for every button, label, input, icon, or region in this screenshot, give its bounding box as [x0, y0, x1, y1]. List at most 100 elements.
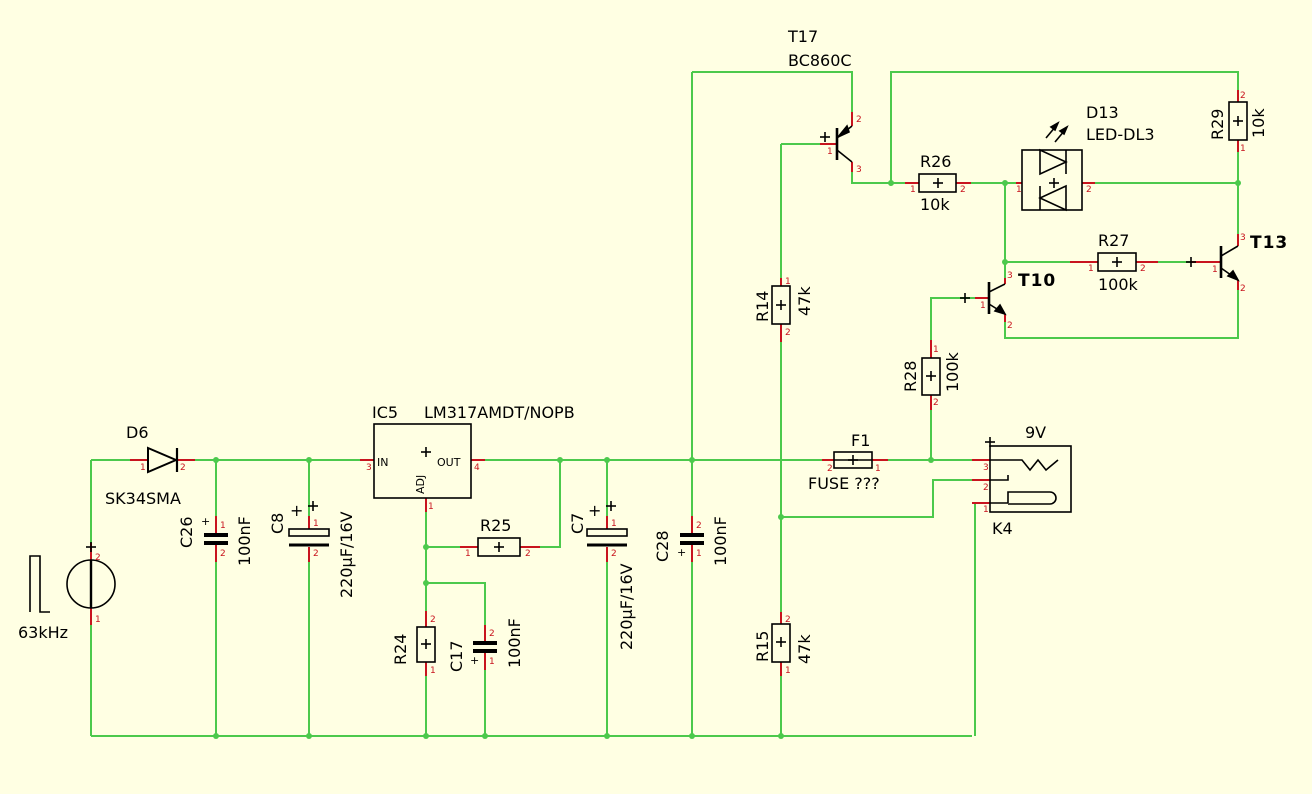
svg-text:1: 1 [430, 666, 436, 676]
svg-text:2: 2 [313, 549, 319, 559]
svg-text:1: 1 [1240, 144, 1246, 154]
svg-text:+: + [201, 515, 210, 528]
svg-text:2: 2 [220, 549, 226, 559]
svg-text:2: 2 [785, 328, 791, 338]
d13-value: LED-DL3 [1086, 125, 1155, 144]
resistor-r25[interactable]: 1 2 R25 [460, 516, 540, 559]
c26-ref: C26 [177, 516, 196, 548]
capacitor-c8[interactable]: + 1 2 C8 220µF/16V [268, 501, 356, 598]
svg-text:2: 2 [1140, 264, 1146, 274]
svg-text:+: + [470, 654, 479, 667]
capacitor-c7[interactable]: + 1 2 C7 220µF/16V [568, 501, 636, 650]
svg-text:3: 3 [856, 165, 862, 175]
svg-text:1: 1 [827, 147, 833, 157]
svg-text:2: 2 [95, 553, 101, 563]
svg-text:1: 1 [983, 505, 989, 515]
wires [90, 71, 1239, 737]
capacitor-c28[interactable]: + 2 1 C28 100nF [653, 516, 730, 566]
transistor-t10[interactable]: 1 3 2 T10 [960, 271, 1056, 331]
t17-value: BC860C [788, 51, 852, 70]
t13-ref: T13 [1250, 233, 1288, 253]
svg-text:1: 1 [313, 519, 319, 529]
svg-text:2: 2 [611, 549, 617, 559]
resistor-r24[interactable]: 2 1 R24 [391, 611, 436, 676]
resistor-r27[interactable]: 1 2 R27 100k [1070, 231, 1158, 294]
svg-text:2: 2 [1240, 91, 1246, 101]
r14-ref: R14 [753, 291, 772, 322]
r28-ref: R28 [901, 361, 920, 392]
svg-text:2: 2 [1240, 284, 1246, 294]
f1-ref: F1 [851, 431, 870, 450]
svg-text:1: 1 [95, 615, 101, 625]
svg-text:1: 1 [785, 666, 791, 676]
svg-text:1: 1 [428, 502, 434, 512]
f1-value: FUSE ??? [808, 474, 880, 493]
svg-text:2: 2 [430, 615, 436, 625]
svg-text:1: 1 [696, 549, 702, 559]
svg-text:+: + [588, 501, 601, 520]
c7-ref: C7 [568, 513, 587, 534]
svg-text:3: 3 [366, 463, 372, 473]
fuse-f1[interactable]: 2 1 F1 FUSE ??? [808, 431, 888, 493]
svg-text:2: 2 [180, 463, 186, 473]
r29-value: 10k [1249, 108, 1268, 138]
c28-ref: C28 [653, 530, 672, 562]
svg-text:1: 1 [1088, 264, 1094, 274]
svg-text:1: 1 [611, 519, 617, 529]
r28-value: 100k [943, 351, 962, 392]
svg-text:3: 3 [1007, 271, 1013, 281]
c28-value: 100nF [711, 516, 730, 566]
connector-k4[interactable]: 3 2 1 9V K4 [972, 423, 1072, 538]
resistor-r15[interactable]: 2 1 R15 47k [753, 612, 814, 676]
svg-text:1: 1 [220, 521, 226, 531]
transistor-t17[interactable]: 1 2 3 T17 BC860C [787, 27, 862, 175]
resistor-r29[interactable]: 2 1 R29 10k [1208, 90, 1268, 154]
signal-source[interactable]: 2 1 63kHz [18, 542, 116, 642]
capacitor-c26[interactable]: + 1 2 C26 100nF [177, 515, 254, 566]
svg-text:3: 3 [983, 463, 989, 473]
svg-text:1: 1 [489, 657, 495, 667]
svg-text:1: 1 [140, 463, 146, 473]
d13-ref: D13 [1086, 103, 1119, 122]
junction-dots [213, 180, 1241, 739]
square-wave-icon [29, 555, 50, 613]
led-d13[interactable]: 1 2 D13 LED-DL3 [1016, 103, 1155, 212]
resistor-r14[interactable]: 1 2 R14 47k [753, 277, 814, 342]
r29-ref: R29 [1208, 109, 1227, 140]
resistor-r26[interactable]: 1 2 R26 10k [905, 152, 971, 214]
svg-text:1: 1 [933, 345, 939, 355]
d6-ref: D6 [126, 423, 149, 442]
r15-ref: R15 [753, 631, 772, 662]
t10-ref: T10 [1018, 271, 1056, 291]
r24-ref: R24 [391, 634, 410, 665]
t17-ref: T17 [787, 27, 818, 46]
c17-value: 100nF [505, 618, 524, 668]
svg-text:2: 2 [856, 115, 862, 125]
svg-text:1: 1 [785, 277, 791, 287]
svg-text:1: 1 [980, 301, 986, 311]
light-emission-icon [1045, 121, 1069, 143]
r27-ref: R27 [1098, 231, 1129, 250]
svg-text:1: 1 [1212, 265, 1218, 275]
c26-value: 100nF [235, 516, 254, 566]
regulator-ic5[interactable]: IN OUT ADJ 3 4 1 IC5 LM317AMDT/NOPB [360, 403, 575, 512]
transistor-t13[interactable]: 1 3 2 T13 [1186, 233, 1288, 294]
capacitor-c17[interactable]: + 2 1 C17 100nF [447, 618, 524, 672]
svg-text:2: 2 [933, 398, 939, 408]
ic5-ref: IC5 [372, 403, 398, 422]
r14-value: 47k [795, 286, 814, 316]
resistor-r28[interactable]: 1 2 R28 100k [901, 340, 962, 410]
svg-text:2: 2 [960, 185, 966, 195]
svg-text:4: 4 [474, 463, 480, 473]
k4-ref: K4 [992, 519, 1013, 538]
svg-text:2: 2 [983, 483, 989, 493]
diode-d6[interactable]: 1 2 D6 SK34SMA [105, 423, 195, 508]
r25-ref: R25 [480, 516, 511, 535]
c8-ref: C8 [268, 513, 287, 534]
source-frequency: 63kHz [18, 623, 68, 642]
r26-ref: R26 [920, 152, 951, 171]
svg-text:1: 1 [465, 549, 471, 559]
svg-text:2: 2 [827, 464, 833, 474]
r15-value: 47k [795, 634, 814, 664]
